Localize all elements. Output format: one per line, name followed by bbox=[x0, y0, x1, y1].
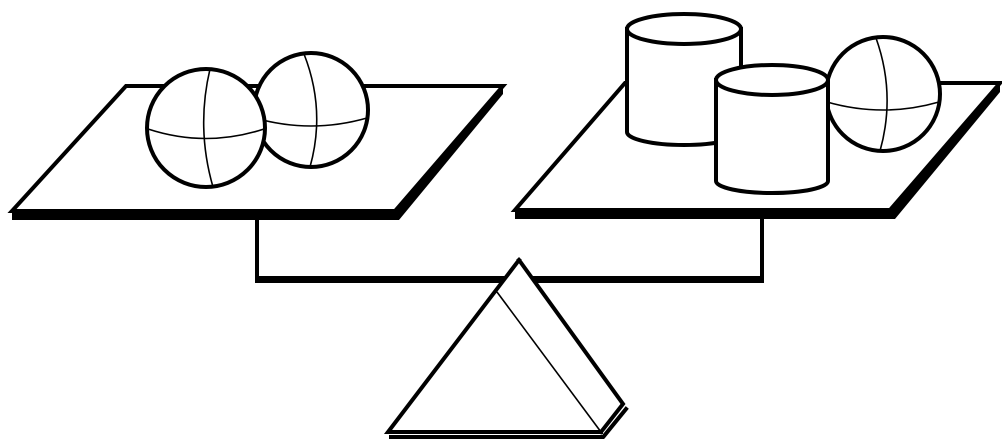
left-sphere-front bbox=[147, 69, 265, 187]
right-cylinder-front bbox=[716, 65, 828, 193]
right-sphere bbox=[826, 37, 940, 151]
fulcrum-prism bbox=[388, 260, 626, 437]
left-sphere-back bbox=[254, 53, 368, 167]
